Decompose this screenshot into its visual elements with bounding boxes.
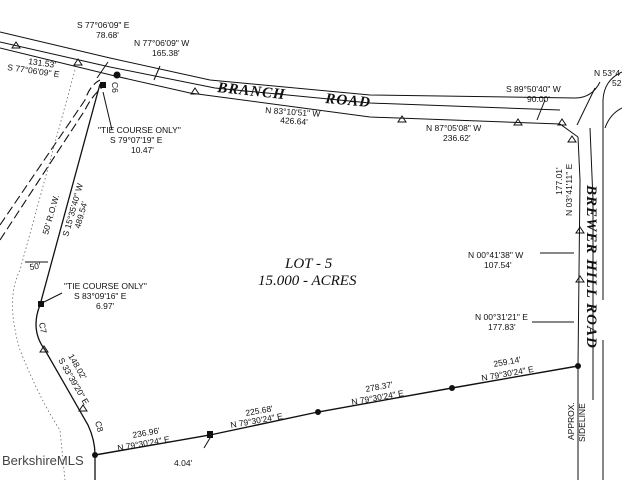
- course-c6-distance: 90.00': [527, 94, 550, 104]
- sideline-label: SIDELINE: [577, 403, 587, 442]
- course-c10-bearing: N 00°31'21" E: [475, 312, 528, 322]
- branch-road-ne-curve: [602, 71, 622, 101]
- tie2-bearing: S 83°09'16" E: [74, 291, 127, 301]
- course-c14-distance: 236.96': [132, 425, 161, 440]
- tie1-distance: 10.47': [131, 145, 154, 155]
- leader-arrows: [25, 61, 596, 449]
- course-c11-distance: 259.14': [493, 354, 522, 369]
- course-c4-bearing: N 83°10'51" W: [265, 105, 321, 119]
- brewer-hill-road-label: BREWER HILL ROAD: [583, 184, 599, 349]
- sideline-approx: APPROX.: [566, 402, 576, 440]
- lot-area: 15.000 - ACRES: [258, 273, 357, 289]
- row-width: 50': [29, 260, 42, 271]
- watermark-logo: BerkshireMLS: [2, 453, 84, 468]
- course-c7-bearing: N 53°4: [594, 68, 620, 78]
- row-dotted-line: [12, 69, 76, 480]
- course-c4-distance: 426.64': [280, 115, 309, 127]
- course-c2-bearing: N 77°06'09" W: [134, 38, 189, 48]
- tie1-bearing: S 79°07'19" E: [110, 135, 163, 145]
- branch-road-label: BRANCH: [216, 80, 287, 103]
- curve-c8-label: C8: [93, 420, 106, 433]
- course-c5-distance: 236.62': [443, 133, 471, 143]
- tie3-distance: 4.04': [174, 458, 193, 468]
- triangle-markers: [11, 41, 585, 412]
- course-c8-bearing: N 03°41'11" E: [564, 163, 574, 216]
- branch-road-north-edge: [0, 31, 601, 99]
- course-c9-distance: 107.54': [484, 260, 512, 270]
- course-c1-distance: 78.68': [96, 30, 119, 40]
- course-c1-bearing: S 77°06'09" E: [77, 20, 130, 30]
- brewer-road-east-edge: [589, 127, 594, 400]
- tie2-distance: 6.97': [96, 301, 115, 311]
- course-c8-distance: 177.01': [554, 167, 564, 195]
- course-c10-distance: 177.83': [488, 322, 516, 332]
- tie2-note: "TIE COURSE ONLY": [64, 281, 147, 291]
- lot-name: LOT - 5: [284, 256, 333, 272]
- course-c5-bearing: N 87°05'08" W: [426, 123, 481, 133]
- row-label: 50' R.O.W.: [40, 194, 61, 236]
- course-c9-bearing: N 00°41'38" W: [468, 250, 523, 260]
- course-c13-distance: 225.68': [245, 403, 274, 418]
- branch-road-center: [0, 41, 561, 111]
- row-dashed-line: [0, 79, 101, 226]
- branch-road-label-2: ROAD: [324, 91, 372, 111]
- course-c11-bearing: N 79°30'24" E: [481, 364, 535, 383]
- tie1-note: "TIE COURSE ONLY": [98, 125, 181, 135]
- course-c7-distance: 52: [612, 78, 622, 88]
- course-c2-distance: 165.38': [152, 48, 180, 58]
- branch-road-lot-line: [0, 47, 579, 138]
- lot-west-line: [35, 83, 101, 480]
- survey-monuments: [38, 71, 581, 458]
- course-c3-distance: 131.53': [28, 56, 57, 70]
- curve-c6-label: C6: [110, 82, 120, 93]
- course-c12-distance: 278.37': [365, 379, 394, 394]
- course-c6-bearing: S 89°50'40" W: [506, 84, 561, 94]
- branch-road-ne-curve-2: [604, 107, 622, 129]
- curve-c7-label: C7: [37, 322, 49, 335]
- brewer-road-west-edge: [577, 136, 581, 480]
